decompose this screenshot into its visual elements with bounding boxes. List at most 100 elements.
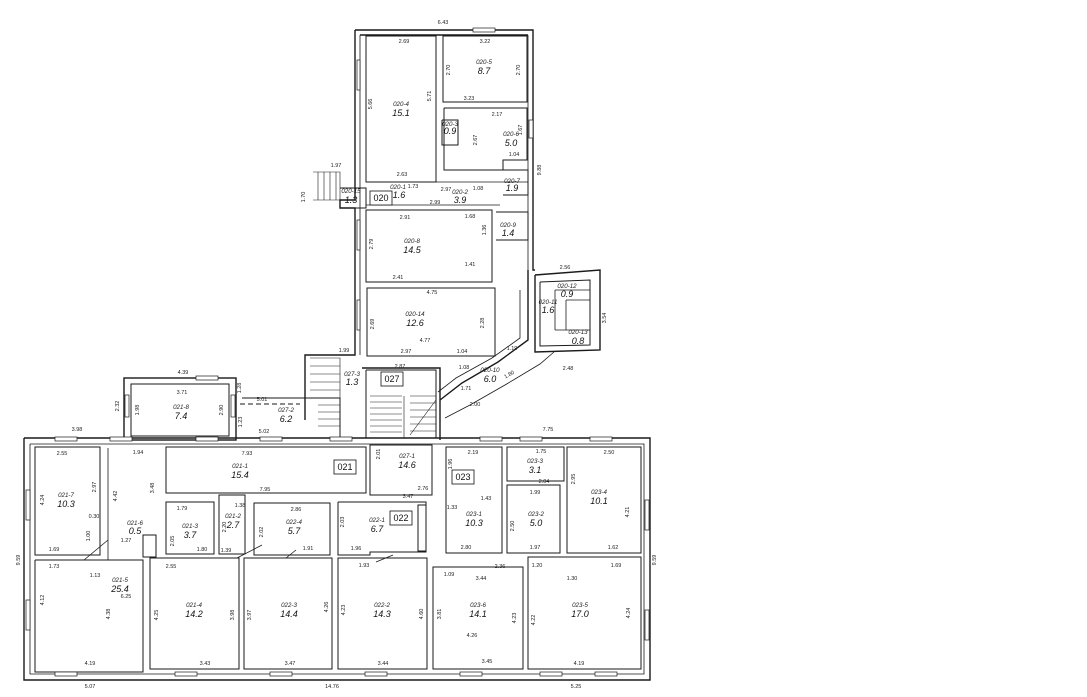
block-tag: 027 [384, 374, 399, 384]
room-code: 022-4 [286, 519, 302, 526]
dimension-label: 3.71 [177, 390, 188, 396]
room-area: 14.2 [185, 609, 203, 619]
room-code: 020-5 [476, 59, 492, 66]
room-area: 0.5 [129, 526, 143, 536]
room-area: 14.1 [469, 609, 487, 619]
dimension-label: 2.28 [480, 318, 486, 329]
dimension-label: 1.91 [303, 546, 314, 552]
dimension-label: 1.67 [518, 125, 524, 136]
dimension-label: 1.09 [444, 572, 455, 578]
dimension-label: 2.01 [376, 449, 382, 460]
room-area: 14.3 [373, 609, 391, 619]
room-code: 020-2 [452, 189, 468, 196]
room-code: 020-3 [442, 121, 458, 128]
dimension-label: 2.48 [563, 366, 574, 372]
dimension-label: 5.66 [368, 99, 374, 110]
room-area: 12.6 [406, 318, 424, 328]
dimension-labels: 6.43 9.88 2.56 3.54 2.48 5.01 5.02 4.39 … [16, 20, 658, 690]
room-code: 023-2 [528, 511, 544, 518]
room-code: 020-9 [500, 222, 516, 229]
room-area: 14.4 [280, 609, 298, 619]
block-tag: 021 [337, 462, 352, 472]
dimension-label: 1.20 [532, 563, 543, 569]
room-code: 020-8 [404, 238, 420, 245]
dimension-label: 1.38 [235, 503, 246, 509]
dimension-label: 3.47 [285, 661, 296, 667]
dimension-label: 1.00 [86, 531, 92, 542]
room-area: 6.7 [371, 524, 385, 534]
room-area: 1.9 [506, 183, 519, 193]
room-area: 8.7 [478, 66, 492, 76]
dimension-label: 2.70 [446, 65, 452, 76]
room-code: 020-15 [341, 188, 361, 195]
dimension-label: 1.80 [503, 370, 515, 381]
dimension-label: 2.97 [92, 482, 98, 493]
room-code: 021-1 [232, 463, 248, 470]
dimension-label: 1.80 [197, 547, 208, 553]
dimension-label: 4.25 [154, 610, 160, 621]
dimension-label: 3.44 [378, 661, 389, 667]
room-code: 027-3 [344, 371, 360, 378]
dimension-label: 4.19 [85, 661, 96, 667]
dimension-label: 3.23 [464, 96, 475, 102]
room-code: 020-1 [390, 184, 406, 191]
dimension-label: 2.97 [441, 187, 452, 193]
room-area: 0.9 [444, 126, 457, 136]
room-area: 25.4 [110, 584, 129, 594]
dimension-label: 3.44 [476, 576, 487, 582]
dimension-label: 1.19 [507, 346, 518, 352]
dimension-label: 2.19 [468, 450, 479, 456]
room-code: 027-2 [278, 407, 294, 414]
dimension-label: 3.43 [200, 661, 211, 667]
dimension-label: 3.98 [72, 427, 83, 433]
room-code: 020-10 [480, 367, 500, 374]
room-area: 6.2 [280, 414, 293, 424]
dimension-label: 3.47 [403, 494, 414, 500]
room-area: 2.7 [226, 520, 241, 530]
dimension-label: 2.03 [340, 517, 346, 528]
dimension-label: 4.77 [420, 338, 431, 344]
room-code: 027-1 [399, 453, 415, 460]
dimension-label: 1.96 [351, 546, 362, 552]
dimension-label: 3.54 [602, 313, 608, 324]
dimension-label: 1.41 [465, 262, 476, 268]
room-area: 1.3 [346, 377, 359, 387]
room-code: 023-5 [572, 602, 588, 609]
room-area: 14.5 [403, 245, 422, 255]
block-tag: 022 [393, 513, 408, 523]
dimension-label: 1.69 [49, 547, 60, 553]
room-code: 023-4 [591, 489, 607, 496]
dimension-label: 1.27 [121, 538, 132, 544]
dimension-label: 5.02 [259, 429, 270, 435]
room-area: 7.4 [175, 411, 188, 421]
dimension-label: 1.98 [135, 405, 141, 416]
room-code: 020-6 [503, 131, 519, 138]
main-block-walls [23, 437, 651, 681]
dimension-label: 2.90 [219, 405, 225, 416]
dimension-label: 4.38 [106, 609, 112, 620]
dimension-label: 2.87 [395, 364, 406, 370]
room-area: 10.3 [465, 518, 483, 528]
dimension-label: 2.86 [291, 507, 302, 513]
room-code: 020-12 [557, 283, 577, 290]
room-code: 023-3 [527, 458, 543, 465]
dimension-label: 1.13 [90, 573, 101, 579]
dimension-label: 1.79 [177, 506, 188, 512]
room-area: 0.9 [561, 289, 574, 299]
dimension-label: 2.91 [400, 215, 411, 221]
room-area: 0.8 [572, 336, 585, 346]
dimension-label: 1.08 [473, 186, 484, 192]
dimension-label: 4.26 [324, 602, 330, 613]
dimension-label: 1.94 [133, 450, 144, 456]
room-area: 5.0 [530, 518, 543, 528]
room-code: 021-5 [112, 577, 128, 584]
dimension-label: 5.07 [85, 684, 96, 690]
dimension-label: 1.99 [339, 348, 350, 354]
room-code: 020-14 [405, 311, 425, 318]
dimension-label: 4.24 [626, 608, 632, 619]
dimension-label: 3.81 [437, 609, 443, 620]
dimension-label: 1.04 [457, 349, 468, 355]
dimension-label: 2.80 [461, 545, 472, 551]
room-code: 022-2 [374, 602, 390, 609]
dimension-label: 2.50 [510, 521, 516, 532]
